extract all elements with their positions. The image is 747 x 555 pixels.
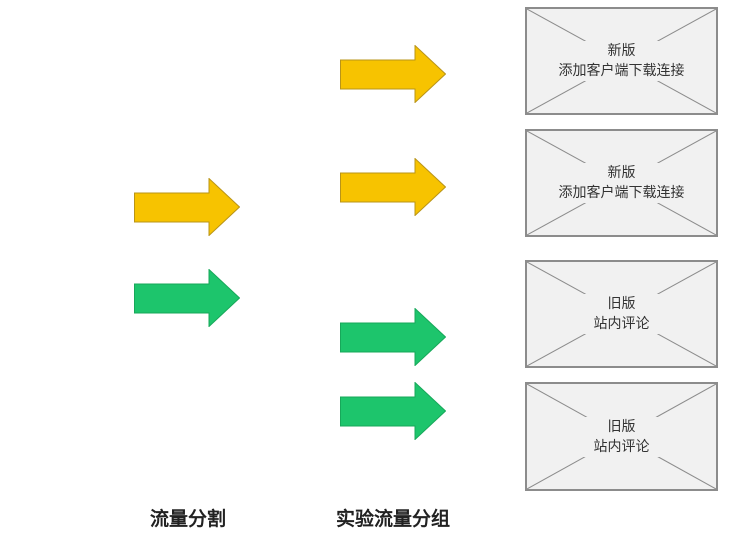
yellow-arrow-split (134, 178, 240, 236)
placeholder-box-new-1: 新版添加客户端下载连接 (525, 7, 718, 115)
yellow-arrow-group-2 (340, 158, 446, 216)
box-title: 旧版 (527, 294, 716, 314)
box-subtitle: 添加客户端下载连接 (527, 183, 716, 203)
yellow-arrow-group-1 (340, 45, 446, 103)
box-subtitle: 站内评论 (527, 436, 716, 457)
box-subtitle: 站内评论 (527, 314, 716, 334)
green-arrow-split (134, 269, 240, 327)
placeholder-box-old-1: 旧版站内评论 (525, 260, 718, 368)
box-title: 旧版 (527, 416, 716, 437)
label-traffic-split: 流量分割 (149, 508, 227, 530)
label-experiment-groups: 实验流量分组 (335, 508, 451, 530)
placeholder-box-new-2: 新版添加客户端下载连接 (525, 129, 718, 237)
green-arrow-group-1 (340, 308, 446, 366)
box-title: 新版 (527, 41, 716, 61)
green-arrow-group-2 (340, 382, 446, 440)
box-title: 新版 (527, 163, 716, 183)
box-subtitle: 添加客户端下载连接 (527, 61, 716, 81)
placeholder-box-old-2: 旧版站内评论 (525, 382, 718, 491)
